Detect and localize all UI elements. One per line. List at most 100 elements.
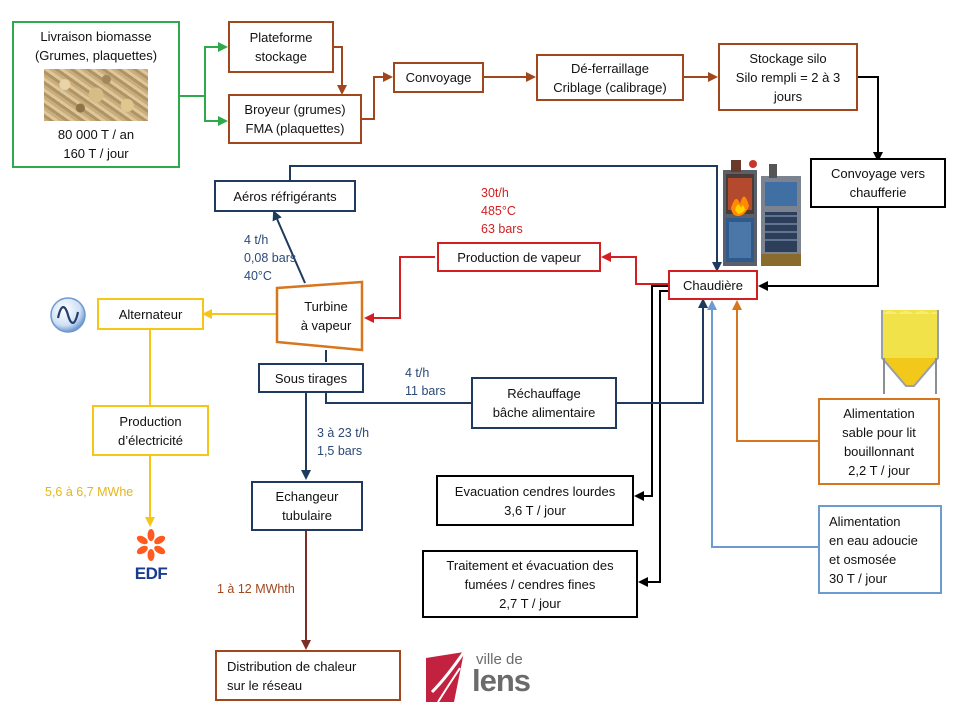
red-flow-arrows <box>364 252 668 323</box>
silo-line2: Silo rempli = 2 à 3 <box>735 69 841 85</box>
rechauffage-line1: Réchauffage <box>507 386 581 401</box>
annotation-rechauffage: 4 t/h 11 bars <box>405 364 446 400</box>
lens-emblem-icon <box>426 651 466 703</box>
node-deferraillage: Dé-ferraillage Criblage (calibrage) <box>536 54 684 101</box>
sine-wave-icon <box>50 297 86 333</box>
annotation-aeros: 4 t/h 0,08 bars 40°C <box>244 231 296 285</box>
node-turbine: Turbine à vapeur <box>288 297 364 335</box>
lens-big-text: lens <box>472 663 531 698</box>
rechauffage-pression: 11 bars <box>405 384 446 398</box>
convoyage-line1: Convoyage <box>405 70 472 85</box>
green-flow-arrows <box>180 42 228 126</box>
sable-line2: sable pour lit <box>842 424 916 440</box>
eau-line4: 30 T / jour <box>829 570 888 586</box>
node-convoyage: Convoyage <box>393 62 484 93</box>
fumees-line1: Traitement et évacuation des <box>446 557 614 573</box>
node-alimentation-sable: Alimentation sable pour lit bouillonnant… <box>818 398 940 485</box>
aeros-temperature: 40°C <box>244 269 272 283</box>
lens-small-text: ville de <box>476 651 523 668</box>
livraison-line2: (Grumes, plaquettes) <box>34 47 158 63</box>
alternateur-line1: Alternateur <box>118 306 183 322</box>
node-broyeur: Broyeur (grumes) FMA (plaquettes) <box>228 94 362 144</box>
chaleur-puissance: 1 à 12 MWhth <box>217 582 295 596</box>
node-rechauffage: Réchauffage bâche alimentaire <box>471 377 617 429</box>
cendres-lourdes-line2: 3,6 T / jour <box>504 502 566 518</box>
eau-line2: en eau adoucie <box>829 532 918 548</box>
eau-line1: Alimentation <box>829 513 901 529</box>
production-vapeur-line1: Production de vapeur <box>457 249 581 265</box>
turbine-line2: à vapeur <box>300 318 352 333</box>
node-sous-tirages: Sous tirages <box>258 363 364 393</box>
aeros-line1: Aéros réfrigérants <box>233 188 337 204</box>
annotation-chaleur: 1 à 12 MWhth <box>217 580 295 598</box>
node-livraison-biomasse: Livraison biomasse (Grumes, plaquettes) … <box>12 21 180 168</box>
electricite-puissance: 5,6 à 6,7 MWhe <box>45 485 134 499</box>
eau-line3: et osmosée <box>829 551 897 567</box>
node-echangeur-tubulaire: Echangeur tubulaire <box>251 481 363 531</box>
livraison-line1: Livraison biomasse <box>40 28 152 44</box>
plateforme-line2: stockage <box>254 49 308 64</box>
echangeur-pression: 1,5 bars <box>317 444 363 458</box>
node-plateforme-stockage: Plateforme stockage <box>228 21 334 73</box>
edf-logo: EDF <box>128 528 174 584</box>
vapeur-temperature: 485°C <box>481 204 516 218</box>
node-convoyage-chaufferie: Convoyage vers chaufferie <box>810 158 946 208</box>
node-aeros-refrigerants: Aéros réfrigérants <box>214 180 356 212</box>
lens-logo: ville de lens <box>424 648 544 704</box>
sable-line1: Alimentation <box>843 405 915 421</box>
rechauffage-debit: 4 t/h <box>405 366 430 380</box>
sable-line4: 2,2 T / jour <box>848 462 910 478</box>
edf-wordmark: EDF <box>134 564 168 583</box>
silo-line3: jours <box>773 88 803 104</box>
turbine-line1: Turbine <box>304 299 348 314</box>
plateforme-line1: Plateforme <box>249 30 313 45</box>
wood-chips-image <box>44 68 148 121</box>
sous-tirages-line1: Sous tirages <box>274 370 348 386</box>
silo-line1: Stockage silo <box>749 50 827 66</box>
broyeur-line1: Broyeur (grumes) <box>244 102 346 117</box>
aeros-pression: 0,08 bars <box>244 251 297 265</box>
annotation-echangeur: 3 à 23 t/h 1,5 bars <box>317 424 369 460</box>
navy-flow-arrows <box>272 165 722 480</box>
node-distribution-chaleur: Distribution de chaleur sur le réseau <box>215 650 401 701</box>
vapeur-debit: 30t/h <box>481 186 509 200</box>
node-stockage-silo: Stockage silo Silo rempli = 2 à 3 jours <box>718 43 858 111</box>
convoyage-chaufferie-line2: chaufferie <box>849 185 907 200</box>
fumees-line3: 2,7 T / jour <box>499 595 561 611</box>
production-elec-line2: d’électricité <box>117 432 184 448</box>
livraison-line3: 80 000 T / an <box>57 126 135 142</box>
yellow-flow-arrows <box>145 309 277 527</box>
distribution-line2: sur le réseau <box>227 677 303 693</box>
deferraillage-line2: Criblage (calibrage) <box>553 79 667 95</box>
deferraillage-line1: Dé-ferraillage <box>570 60 650 76</box>
distribution-line1: Distribution de chaleur <box>227 658 357 674</box>
node-production-vapeur: Production de vapeur <box>437 242 601 272</box>
sand-flow-arrow <box>732 300 818 442</box>
sable-line3: bouillonnant <box>843 443 915 459</box>
sand-silo-image <box>881 310 939 394</box>
node-alternateur: Alternateur <box>97 298 204 330</box>
annotation-electricite: 5,6 à 6,7 MWhe <box>45 483 133 501</box>
vapeur-pression: 63 bars <box>481 222 523 236</box>
echangeur-debit: 3 à 23 t/h <box>317 426 370 440</box>
node-chaudiere: Chaudière <box>668 270 758 300</box>
echangeur-line1: Echangeur <box>275 489 339 504</box>
rechauffage-line2: bâche alimentaire <box>492 405 596 420</box>
brown-flow-arrows <box>334 46 718 120</box>
node-cendres-lourdes: Evacuation cendres lourdes 3,6 T / jour <box>436 475 634 526</box>
fumees-line2: fumées / cendres fines <box>464 576 596 592</box>
boiler-image <box>723 160 801 266</box>
broyeur-line2: FMA (plaquettes) <box>245 121 345 136</box>
water-flow-arrow <box>707 300 818 548</box>
node-alimentation-eau: Alimentation en eau adoucie et osmosée 3… <box>818 505 942 594</box>
edf-flower-icon <box>136 529 166 561</box>
node-production-electricite: Production d’électricité <box>92 405 209 456</box>
convoyage-chaufferie-line1: Convoyage vers <box>831 166 925 181</box>
black-flow-arrows <box>634 76 883 587</box>
node-fumees: Traitement et évacuation des fumées / ce… <box>422 550 638 618</box>
echangeur-line2: tubulaire <box>282 508 332 523</box>
production-elec-line1: Production <box>119 413 182 429</box>
aeros-debit: 4 t/h <box>244 233 269 247</box>
annotation-vapeur: 30t/h 485°C 63 bars <box>481 184 523 238</box>
